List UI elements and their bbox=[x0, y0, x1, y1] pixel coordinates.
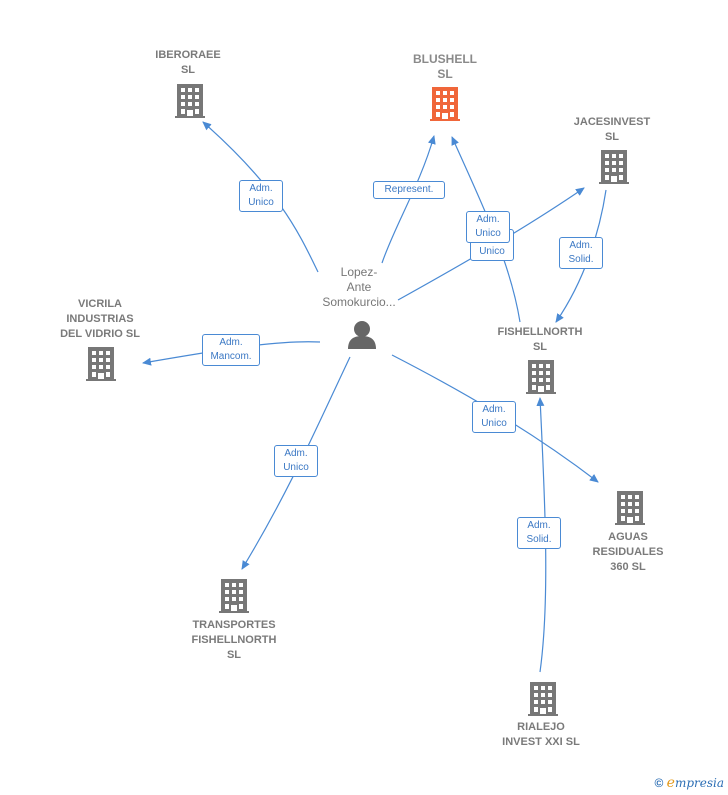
person-icon bbox=[348, 321, 376, 349]
building-transportes-icon bbox=[219, 579, 249, 613]
node-label-vicrila[interactable]: VICRILA INDUSTRIAS DEL VIDRIO SL bbox=[60, 298, 140, 340]
building-jacesinvest-icon bbox=[599, 150, 629, 184]
edge-label-adm-unico-jacesinvest: Adm. Unico bbox=[466, 211, 510, 243]
building-rialejo-icon bbox=[528, 682, 558, 716]
copyright-symbol: © bbox=[654, 776, 664, 790]
node-label-transportes[interactable]: TRANSPORTES FISHELLNORTH SL bbox=[191, 619, 277, 661]
edge-label-adm-mancom-vicrila: Adm. Mancom. bbox=[202, 334, 260, 366]
node-label-fishellnorth[interactable]: FISHELLNORTH SL bbox=[497, 326, 583, 353]
empresia-logo: © empresia bbox=[654, 775, 724, 791]
node-label-iberoraee[interactable]: IBERORAEE SL bbox=[155, 49, 221, 76]
edge-label-adm-unico-transportes: Adm. Unico bbox=[274, 445, 318, 477]
node-label-blushell[interactable]: BLUSHELL SL bbox=[413, 52, 477, 81]
edge-label-adm-unico-aguas: Adm. Unico bbox=[472, 401, 516, 433]
node-label-jacesinvest[interactable]: JACESINVEST SL bbox=[573, 116, 651, 143]
building-vicrila-icon bbox=[86, 347, 116, 381]
building-iberoraee-icon bbox=[175, 84, 205, 118]
edge-label-adm-solid-rialejo: Adm. Solid. bbox=[517, 517, 561, 549]
building-blushell-icon bbox=[430, 87, 460, 121]
node-label-aguas[interactable]: AGUAS RESIDUALES 360 SL bbox=[592, 531, 664, 573]
node-label-rialejo[interactable]: RIALEJO INVEST XXI SL bbox=[502, 721, 580, 748]
edge-label-adm-unico-iberoraee: Adm. Unico bbox=[239, 180, 283, 212]
brand-name: mpresia bbox=[674, 776, 724, 790]
building-fishellnorth-icon bbox=[526, 360, 556, 394]
person-name[interactable]: Lopez- Ante Somokurcio... bbox=[322, 265, 396, 309]
brand-initial: e bbox=[666, 775, 675, 791]
edge-label-adm-solid-jaces-fishell: Adm. Solid. bbox=[559, 237, 603, 269]
edge-to-blushell bbox=[381, 135, 436, 264]
building-aguas-icon bbox=[615, 491, 645, 525]
edge-label-represent-blushell: Represent. bbox=[373, 181, 445, 199]
